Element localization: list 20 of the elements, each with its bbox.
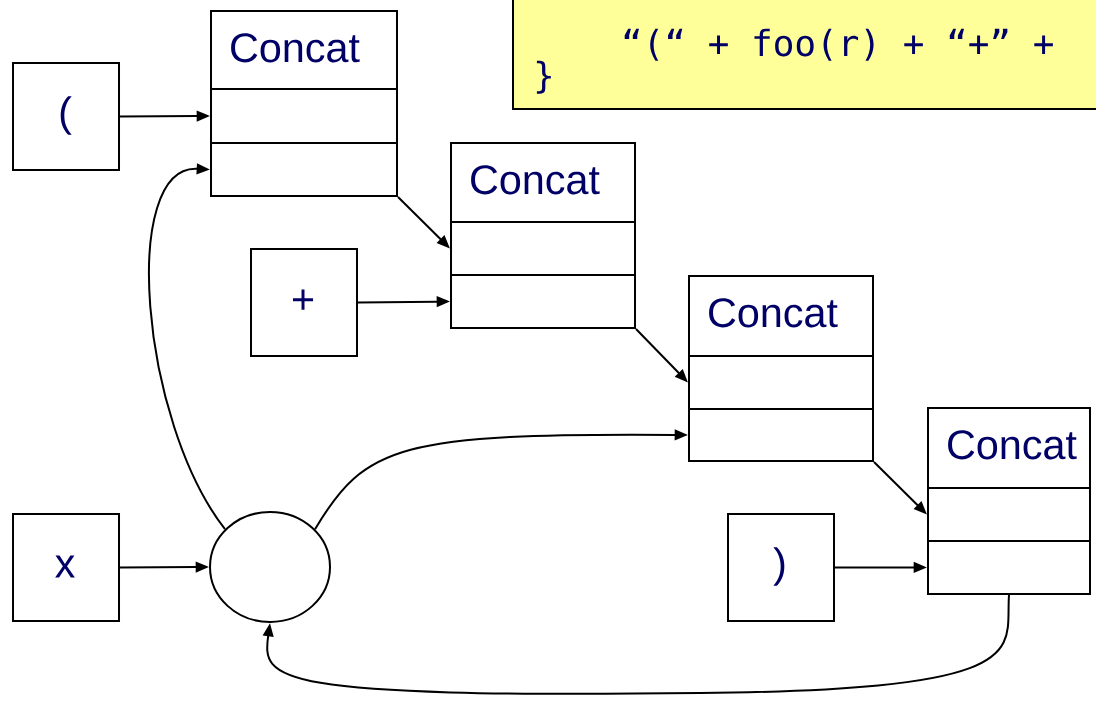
code-box: “(“ + foo(r) + “+” + } (512, 0, 1096, 110)
slot-cell (927, 487, 1091, 542)
slot-cell (450, 274, 636, 329)
slot-cell (927, 540, 1091, 595)
input-box: x (12, 513, 120, 622)
slot-cell (210, 88, 398, 144)
slot-cell (688, 408, 874, 462)
junction-circle (209, 511, 331, 623)
input-box: ) (727, 513, 835, 622)
input-box: + (250, 248, 358, 357)
slot-cell (450, 221, 636, 276)
concat-box: Concat (210, 10, 398, 197)
arrow (148, 163, 226, 531)
input-box: ( (12, 62, 120, 171)
arrow (262, 594, 1010, 695)
concat-box: Concat (450, 142, 636, 329)
concat-box: Concat (927, 407, 1091, 595)
slot-cell (688, 355, 874, 410)
slot-cell (210, 142, 398, 197)
concat-box: Concat (688, 275, 874, 462)
